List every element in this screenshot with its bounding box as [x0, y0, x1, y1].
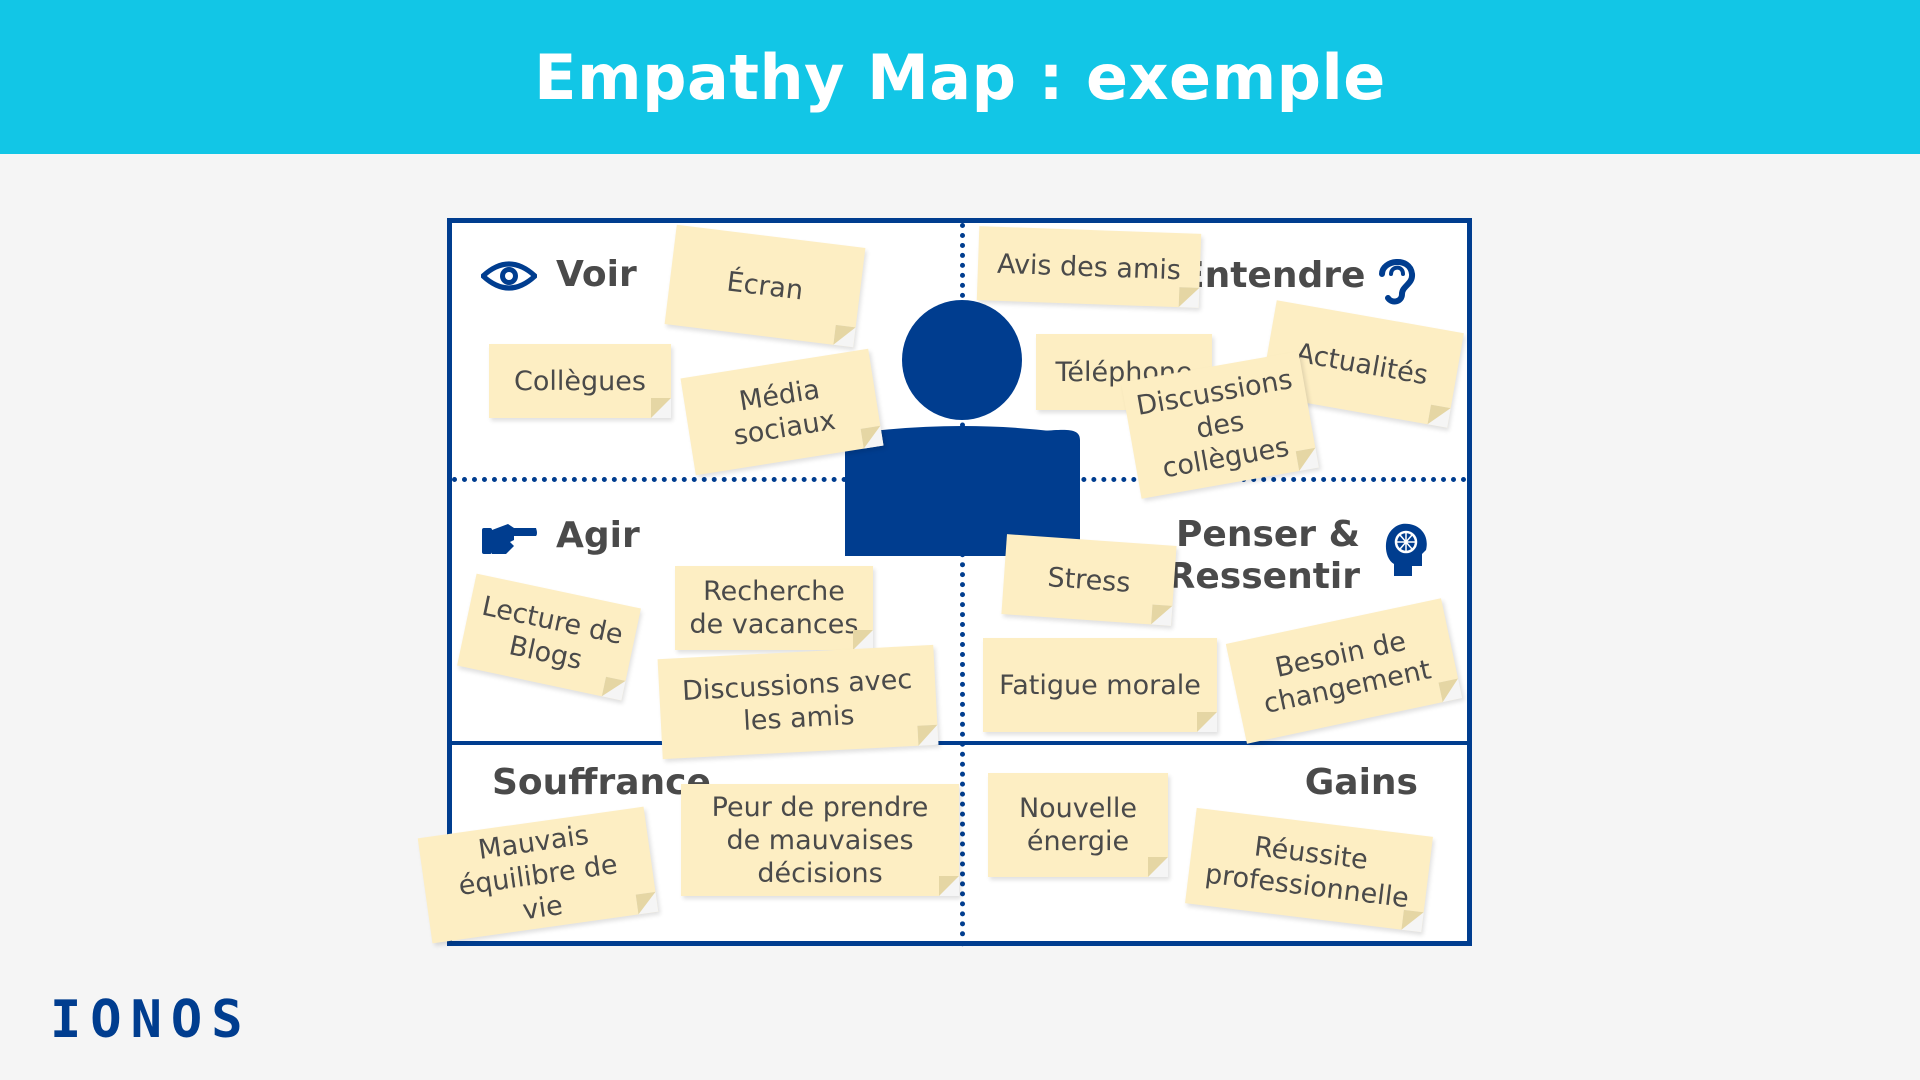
section-label-voir: Voir: [556, 254, 637, 295]
person-icon: [845, 300, 1080, 556]
eye-icon: [481, 261, 537, 291]
header-banner: Empathy Map : exemple: [0, 0, 1920, 154]
sticky-note-discussions-amis: Discussions avec les amis: [657, 644, 939, 760]
section-label-entendre: Entendre: [1180, 255, 1366, 296]
section-label-penser-ressentir: Penser & Ressentir: [1167, 514, 1360, 597]
section-label-gains: Gains: [1304, 762, 1418, 803]
sticky-note-stress: Stress: [1001, 534, 1177, 626]
vertical-divider: [960, 223, 965, 947]
sticky-note-nouvelle-energie: Nouvelle énergie: [988, 773, 1168, 877]
page-title: Empathy Map : exemple: [534, 40, 1386, 114]
sticky-note-avis-des-amis: Avis des amis: [976, 226, 1202, 308]
pains-gains-divider: [452, 741, 1467, 745]
pointing-hand-icon: [482, 524, 537, 554]
sticky-note-collegues: Collègues: [489, 344, 671, 418]
sticky-note-peur-decisions: Peur de prendre de mauvaises décisions: [681, 784, 959, 896]
sticky-note-fatigue-morale: Fatigue morale: [983, 638, 1217, 732]
sticky-note-recherche-vacances: Recherche de vacances: [675, 566, 873, 650]
section-label-souffrance: Souffrance: [492, 762, 711, 803]
ionos-logo: IONOS: [50, 990, 252, 1050]
brain-head-icon: [1385, 523, 1427, 576]
section-label-agir: Agir: [556, 515, 640, 556]
ear-icon: [1379, 259, 1416, 305]
